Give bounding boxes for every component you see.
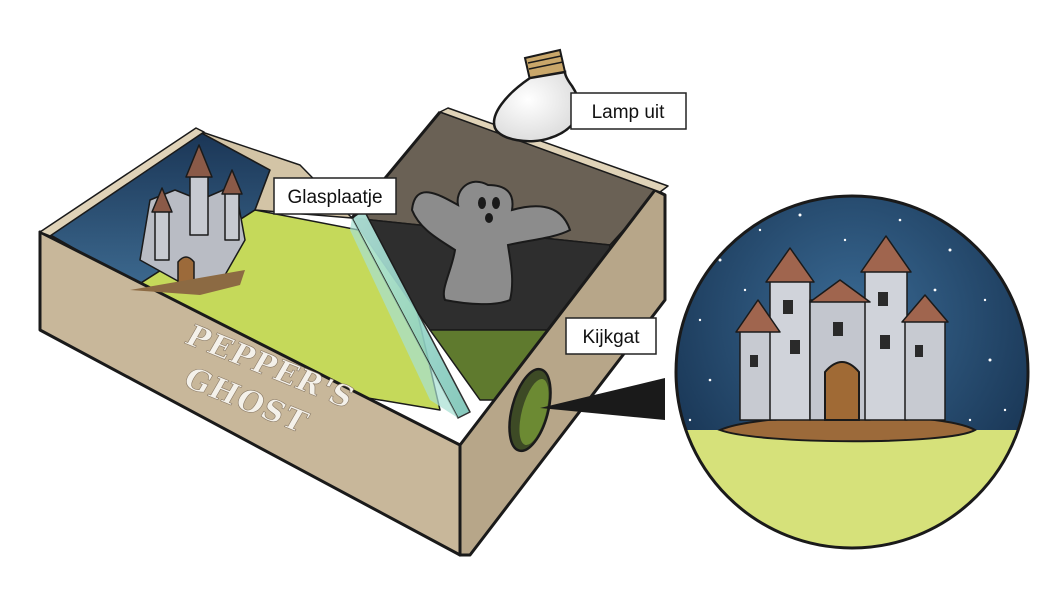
zoom-view [540,194,1030,550]
zoom-callout-pointer [540,378,665,420]
peephole [508,367,552,453]
box-top-rim-left [39,127,205,237]
label-lamp: Lamp uit [570,92,687,130]
box: PEPPER'S GHOST [38,107,669,557]
glass-plate-face [350,218,458,418]
stars [688,213,1007,422]
label-peephole: Kijkgat [565,317,657,355]
label-peephole-text: Kijkgat [582,327,640,348]
ghost-figure [410,180,572,306]
lamp-bulb [492,48,581,143]
label-lamp-text: Lamp uit [592,102,666,123]
label-glass: Glasplaatje [273,177,397,215]
small-castle [130,144,246,295]
large-castle [735,235,949,421]
label-glass-text: Glasplaatje [287,187,382,208]
